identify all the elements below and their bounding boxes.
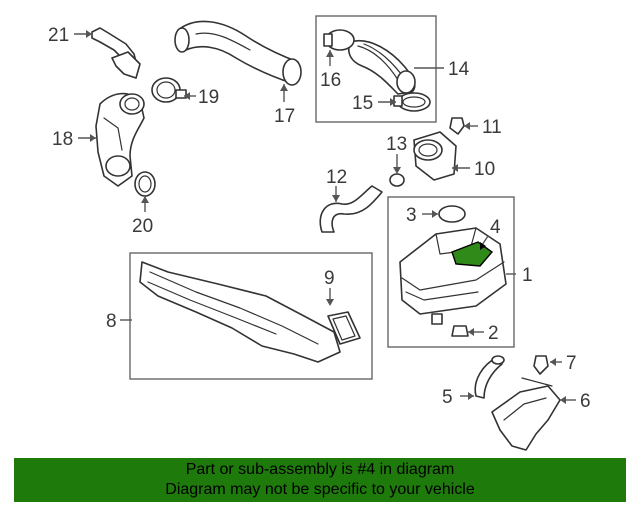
group-frame-14 — [315, 15, 437, 123]
callout-1: 1 — [522, 265, 533, 286]
part-21-hose[interactable] — [74, 27, 141, 79]
part-2-grommet[interactable] — [451, 325, 484, 337]
callout-16: 16 — [320, 70, 341, 91]
callout-13: 13 — [386, 134, 407, 155]
part-15-clamp[interactable] — [378, 92, 431, 112]
callout-20: 20 — [132, 216, 153, 237]
part-6-bracket[interactable] — [491, 377, 576, 451]
callout-3: 3 — [406, 205, 417, 226]
part-9-gasket[interactable] — [326, 288, 361, 345]
callout-11: 11 — [482, 117, 502, 138]
callout-labels: 1 2 3 4 5 6 7 8 9 10 11 12 13 14 15 16 1… — [48, 25, 591, 412]
callout-17: 17 — [274, 106, 295, 127]
part-5-hose[interactable] — [460, 355, 505, 400]
callout-14: 14 — [448, 59, 470, 80]
banner-line-disclaimer: Diagram may not be specific to your vehi… — [165, 481, 475, 498]
part-17-intake-tube[interactable] — [174, 20, 302, 102]
callout-5: 5 — [442, 387, 453, 408]
callout-8: 8 — [106, 311, 117, 332]
callout-9: 9 — [324, 268, 335, 289]
banner-line-part-info: Part or sub-assembly is #4 in diagram — [185, 461, 455, 478]
callout-12: 12 — [326, 167, 347, 188]
callout-2: 2 — [488, 323, 499, 344]
part-20-o-ring[interactable] — [134, 171, 156, 212]
callout-10: 10 — [474, 159, 495, 180]
part-3-seal[interactable] — [422, 205, 466, 223]
callout-15: 15 — [352, 93, 373, 114]
callout-6: 6 — [580, 391, 591, 412]
info-banner: Part or sub-assembly is #4 in diagram Di… — [14, 458, 626, 502]
part-14-hose[interactable] — [347, 39, 444, 95]
callout-7: 7 — [566, 353, 577, 374]
part-10-adapter[interactable] — [413, 131, 470, 181]
group-frame-1 — [387, 196, 515, 348]
part-18-duct[interactable] — [78, 92, 145, 187]
part-7-bolt[interactable] — [533, 355, 562, 375]
part-8-duct[interactable] — [120, 261, 341, 363]
group-frame-8 — [129, 252, 373, 380]
callout-19: 19 — [198, 87, 219, 108]
callout-4: 4 — [490, 217, 501, 238]
callout-18: 18 — [52, 129, 73, 150]
part-19-clamp[interactable] — [151, 77, 196, 103]
callout-21: 21 — [48, 25, 69, 46]
part-12-hose[interactable] — [319, 185, 383, 233]
part-1-air-cleaner[interactable] — [399, 227, 516, 325]
part-11-bolt[interactable] — [449, 117, 478, 135]
part-16-clamp[interactable] — [323, 29, 355, 66]
part-4-highlight[interactable] — [451, 235, 494, 267]
part-13-grommet[interactable] — [389, 154, 405, 187]
